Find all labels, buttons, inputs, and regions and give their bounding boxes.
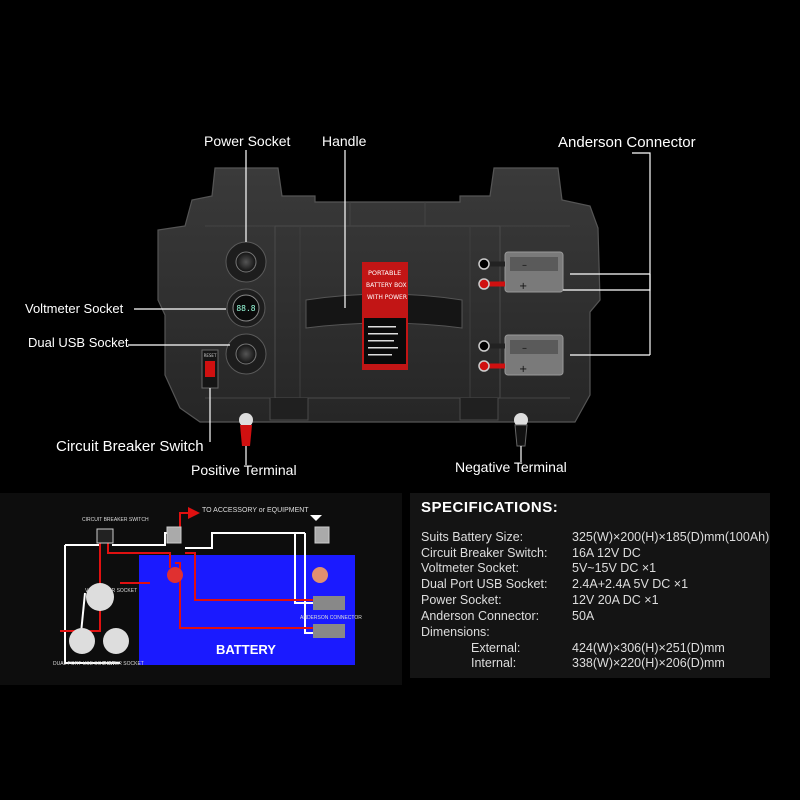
anderson-connector-top: – +: [478, 251, 564, 293]
diagram-accessory-label: TO ACCESSORY or EQUIPMENT: [202, 507, 309, 514]
diagram-usb-label: DUAL PORT USB SOCKET: [53, 661, 115, 667]
spec-label: Internal:: [471, 656, 517, 670]
dual-usb-socket-label: Dual USB Socket: [28, 335, 129, 350]
negative-terminal-label: Negative Terminal: [455, 459, 567, 475]
positive-terminal-label: Positive Terminal: [191, 462, 297, 478]
svg-text:+: +: [519, 364, 527, 375]
spec-value: 2.4A+2.4A 5V DC ×1: [572, 577, 689, 591]
circuit-breaker: RESET: [201, 349, 219, 389]
spec-value: 12V 20A DC ×1: [572, 593, 659, 607]
svg-text:–: –: [522, 343, 527, 354]
diagram-breaker-label: CIRCUIT BREAKER SWITCH: [82, 517, 149, 523]
spec-label: Suits Battery Size:: [421, 530, 524, 544]
spec-label: Voltmeter Socket:: [421, 561, 519, 575]
diagram-anderson-label: ANDERSON CONNECTOR: [300, 615, 362, 621]
svg-text:–: –: [522, 260, 527, 271]
voltmeter-socket-label: Voltmeter Socket: [25, 301, 124, 316]
diagram-voltmeter-label: VOLTMETER SOCKET: [85, 588, 138, 594]
specifications-panel: SPECIFICATIONS: Suits Battery Size: 325(W…: [410, 493, 770, 678]
callout-lines: [128, 150, 651, 465]
anderson-connector-bottom: – +: [478, 334, 564, 376]
circuit-breaker-switch-label: Circuit Breaker Switch: [56, 438, 204, 455]
battery-box-illustration: 88.8 RESET PORTABLE BATTERY BOX WITH POW…: [128, 150, 651, 465]
spec-label: External:: [471, 641, 521, 655]
spec-label: Dimensions:: [421, 625, 490, 639]
svg-text:RESET: RESET: [204, 353, 217, 358]
power-socket: [225, 241, 267, 283]
spec-value: 5V~15V DC ×1: [572, 561, 657, 575]
spec-value: 424(W)×306(H)×251(D)mm: [572, 641, 725, 655]
wiring-diagram: TO ACCESSORY or EQUIPMENT CIRCUIT BREAKE…: [0, 493, 402, 685]
diagram-power-socket-label: POWER SOCKET: [103, 661, 144, 667]
spec-value: 16A 12V DC: [572, 546, 641, 560]
voltmeter-socket: 88.8: [226, 288, 266, 328]
spec-label: Anderson Connector:: [421, 609, 540, 623]
spec-label: Circuit Breaker Switch:: [421, 546, 548, 560]
svg-text:WITH POWER: WITH POWER: [367, 294, 407, 301]
negative-terminal: [514, 413, 528, 447]
spec-value: 325(W)×200(H)×185(D)mm(100Ah): [572, 530, 770, 544]
spec-value: 50A: [572, 609, 595, 623]
spec-label: Dual Port USB Socket:: [421, 577, 548, 591]
svg-text:BATTERY BOX: BATTERY BOX: [366, 282, 407, 289]
diagram-battery-label: BATTERY: [216, 642, 276, 657]
dual-usb-socket: [225, 333, 267, 375]
svg-text:+: +: [519, 281, 527, 292]
box-sticker: PORTABLE BATTERY BOX WITH POWER: [362, 262, 408, 370]
svg-text:PORTABLE: PORTABLE: [368, 269, 401, 277]
positive-terminal: [239, 413, 253, 446]
handle-label: Handle: [322, 133, 367, 149]
spec-label: Power Socket:: [421, 593, 502, 607]
power-socket-label: Power Socket: [204, 133, 291, 149]
spec-value: 338(W)×220(H)×206(D)mm: [572, 656, 725, 670]
specifications-title: SPECIFICATIONS:: [421, 499, 559, 516]
anderson-connector-label: Anderson Connector: [558, 134, 696, 151]
voltmeter-display: 88.8: [236, 304, 255, 313]
